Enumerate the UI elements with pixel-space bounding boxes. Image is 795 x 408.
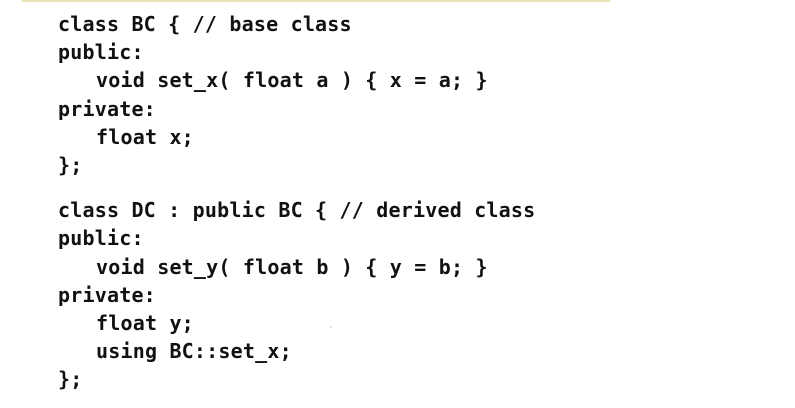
code-line-bc-close: }; (58, 152, 83, 177)
code-line-dc-public: public: (58, 226, 144, 251)
code-listing: class BC { // base class public: void se… (58, 10, 535, 393)
code-line-dc-close: }; (58, 367, 83, 392)
code-line-dc-using: using BC::set_x; (96, 339, 292, 364)
code-line-dc-float-y: float y; (96, 310, 194, 335)
code-line-bc-class-decl: class BC { // base class (58, 12, 352, 36)
code-line-dc-private: private: (58, 282, 156, 307)
code-line-bc-float-x: float x; (96, 124, 194, 149)
top-divider (22, 0, 610, 2)
code-line-dc-set-y: void set_y( float b ) { y = b; } (96, 254, 488, 279)
scan-speck (330, 326, 332, 328)
code-line-bc-private: private: (58, 96, 156, 121)
code-line-bc-set-x: void set_x( float a ) { x = a; } (96, 68, 488, 93)
code-gap (58, 179, 535, 196)
code-line-bc-public: public: (58, 40, 144, 65)
code-line-dc-class-decl: class DC : public BC { // derived class (58, 198, 536, 223)
